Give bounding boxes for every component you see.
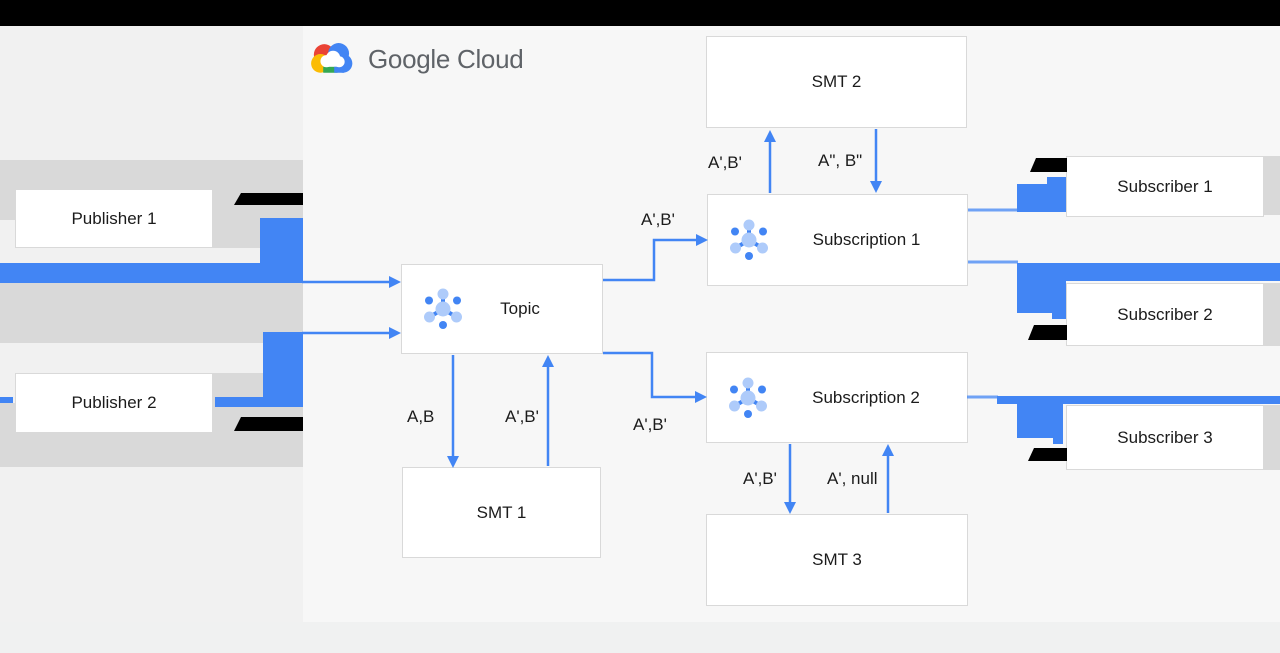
magnified-gray-band-1-ext — [213, 220, 303, 248]
node-subscriber-2-label: Subscriber 2 — [1117, 304, 1213, 324]
node-subscription-1: Subscription 1 — [707, 194, 968, 286]
pubsub-subscription-icon — [729, 377, 767, 418]
magnified-black-shape-3 — [1030, 158, 1067, 172]
magnified-gray-band-3-right — [213, 373, 303, 467]
arrowhead-subscription1-to-smt2 — [764, 130, 776, 142]
pubsub-topic-icon — [424, 288, 462, 329]
arrowhead-smt2-to-subscription1 — [870, 181, 882, 193]
node-subscription-1-label: Subscription 1 — [812, 230, 921, 249]
edge-label-subscription2-down-to-smt3: A',B' — [743, 469, 777, 488]
node-smt-2-label: SMT 2 — [811, 72, 862, 91]
node-publisher-1: Publisher 1 — [15, 189, 213, 248]
top-letterbox-bar — [0, 0, 1280, 26]
node-subscriber-2: Subscriber 2 — [1066, 283, 1264, 346]
magnified-gray-stub-3 — [1264, 405, 1280, 470]
node-topic-label: Topic — [500, 299, 540, 318]
edge-label-smt1-up-to-topic: A',B' — [505, 407, 539, 426]
node-subscriber-3: Subscriber 3 — [1066, 405, 1264, 470]
bottom-band — [0, 622, 1280, 653]
edge-label-topic-down-to-smt1: A,B — [407, 407, 435, 426]
magnified-gray-band-2 — [0, 283, 303, 343]
arrowhead-subscription2-to-smt3 — [784, 502, 796, 514]
magnified-arrow-subscriber2-step — [1052, 313, 1066, 319]
node-smt-3-label: SMT 3 — [812, 550, 862, 569]
magnified-arrow-subscriber3-band — [997, 396, 1280, 404]
magnified-arrow-subscriber3-block — [1017, 404, 1063, 438]
magnified-black-shape-4 — [1028, 325, 1067, 340]
google-cloud-logo-text: Google Cloud — [368, 43, 524, 74]
magnified-arrow-subscriber2-block — [1017, 281, 1066, 313]
node-publisher-2-label: Publisher 2 — [71, 393, 157, 412]
google-cloud-logo-icon — [311, 43, 353, 73]
node-publisher-2: Publisher 2 — [15, 373, 213, 433]
magnified-arrow-subscriber1 — [1017, 177, 1066, 212]
arrowhead-publisher2-to-topic — [389, 327, 401, 339]
edge-label-smt2-down-to-subscription1: A", B" — [818, 151, 863, 170]
magnified-arrow-subscriber3-step — [1053, 438, 1063, 444]
node-smt-2: SMT 2 — [706, 36, 967, 128]
magnified-black-shape-5 — [1028, 448, 1067, 461]
node-smt-1: SMT 1 — [402, 467, 601, 558]
node-subscriber-3-label: Subscriber 3 — [1117, 427, 1213, 447]
edge-label-topic-to-subscription2: A',B' — [633, 415, 667, 434]
node-subscriber-1: Subscriber 1 — [1066, 156, 1264, 217]
edge-label-topic-to-subscription1: A',B' — [641, 210, 675, 229]
node-subscription-2-label: Subscription 2 — [812, 387, 920, 407]
arrowhead-smt3-to-subscription2 — [882, 444, 894, 456]
pubsub-subscription-icon — [730, 219, 768, 260]
magnified-arrow-subscriber2-band — [1017, 263, 1280, 281]
edge-label-smt3-up-to-subscription2: A', null — [827, 469, 878, 488]
arrow-topic-to-subscription2 — [603, 351, 695, 399]
node-smt-3: SMT 3 — [706, 514, 968, 606]
node-subscriber-1-label: Subscriber 1 — [1117, 176, 1213, 196]
arrow-topic-to-subscription1 — [603, 238, 696, 282]
magnified-gray-stub-1 — [1264, 156, 1280, 215]
arrowhead-smt1-to-topic — [542, 355, 554, 367]
arrowhead-publisher1-to-topic — [389, 276, 401, 288]
node-publisher-1-label: Publisher 1 — [71, 208, 157, 228]
node-subscription-2: Subscription 2 — [706, 352, 968, 443]
node-smt-1-label: SMT 1 — [476, 502, 527, 522]
google-cloud-logo: Google Cloud — [310, 40, 524, 78]
edge-label-subscription1-up-to-smt2: A',B' — [708, 153, 742, 172]
magnified-gray-stub-2 — [1264, 283, 1280, 346]
node-topic: Topic — [401, 264, 603, 354]
